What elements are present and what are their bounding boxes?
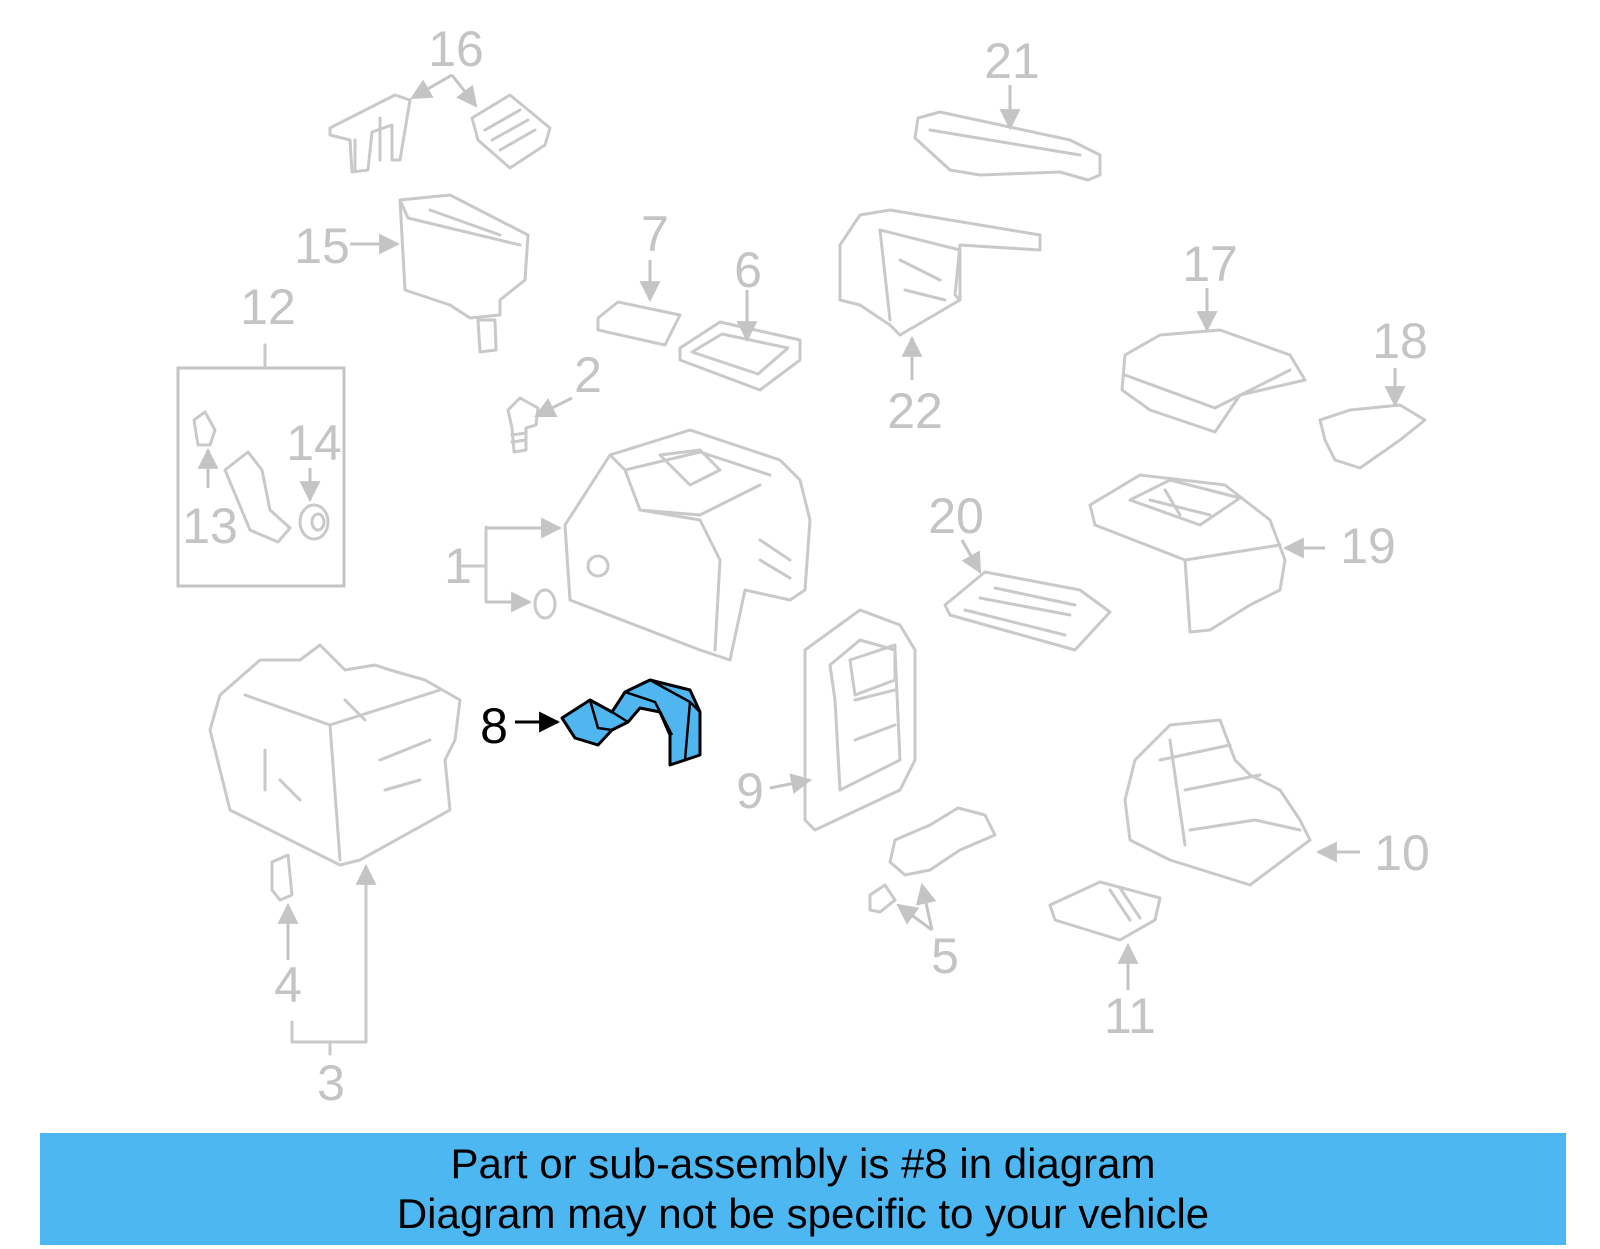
callout-18: 18 <box>1372 313 1428 369</box>
part-3 <box>208 643 462 867</box>
part-16 <box>328 93 552 174</box>
callout-1: 1 <box>444 538 472 594</box>
part-17 <box>1120 328 1307 434</box>
callout-3: 3 <box>317 1055 345 1111</box>
callout-20: 20 <box>928 488 984 544</box>
callout-21: 21 <box>984 33 1040 89</box>
leader-3-bracket <box>290 863 377 1056</box>
callout-8[interactable]: 8 <box>480 698 508 754</box>
part-8-highlighted[interactable] <box>560 678 702 767</box>
callout-9: 9 <box>736 763 764 819</box>
leader-5 <box>915 882 937 931</box>
part-15 <box>398 193 530 354</box>
part-6 <box>678 320 802 392</box>
leader-16 <box>410 73 453 100</box>
callout-15: 15 <box>294 218 350 274</box>
part-9 <box>803 608 917 832</box>
banner-disclaimer-text: Diagram may not be specific to your vehi… <box>396 1190 1210 1237</box>
callout-2: 2 <box>574 347 602 403</box>
callout-7: 7 <box>641 206 669 262</box>
callout-5: 5 <box>931 928 959 984</box>
callout-12: 12 <box>240 279 296 335</box>
part-11 <box>1048 880 1162 942</box>
part-21 <box>913 110 1102 182</box>
leader-20 <box>960 539 982 574</box>
callout-10: 10 <box>1374 825 1430 881</box>
callout-13: 13 <box>182 498 238 554</box>
callout-6: 6 <box>734 242 762 298</box>
part-7 <box>596 300 682 347</box>
part-4 <box>270 853 294 902</box>
callout-16: 16 <box>428 21 484 77</box>
leader-2 <box>534 396 573 418</box>
part-20 <box>943 570 1112 652</box>
part-19 <box>1088 473 1287 634</box>
callout-11: 11 <box>1104 988 1156 1044</box>
callout-14: 14 <box>286 415 342 471</box>
part-22 <box>838 208 1042 337</box>
callout-22: 22 <box>887 383 943 439</box>
part-5 <box>868 806 997 914</box>
part-10 <box>1123 718 1312 887</box>
callout-4: 4 <box>274 957 302 1013</box>
leader-16b <box>450 74 478 108</box>
callout-17: 17 <box>1182 236 1238 292</box>
leader-5b <box>896 903 933 932</box>
part-12-kit <box>176 343 346 588</box>
part-1 <box>563 428 812 662</box>
callout-19: 19 <box>1340 518 1396 574</box>
part-18 <box>1318 403 1427 470</box>
banner-part-text: Part or sub-assembly is #8 in diagram <box>450 1140 1156 1187</box>
info-banner: Part or sub-assembly is #8 in diagram Di… <box>40 1133 1566 1245</box>
part-2 <box>506 396 540 454</box>
leader-9 <box>769 773 813 795</box>
part-1-bracket <box>460 517 563 620</box>
